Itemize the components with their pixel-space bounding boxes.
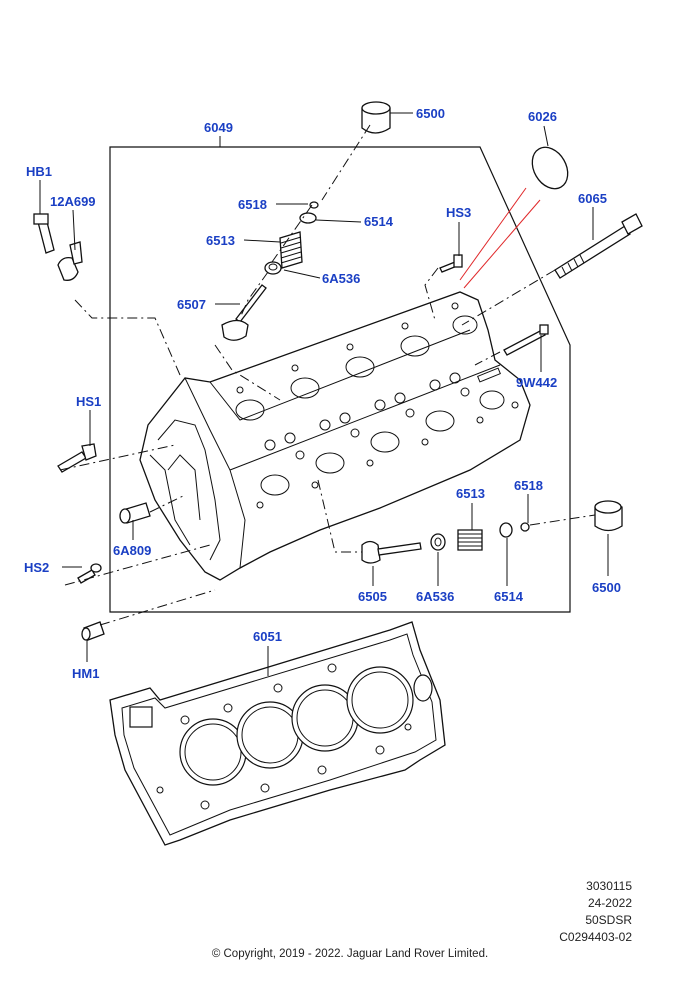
callout-6a536-top: 6A536 [322,271,360,286]
stud-9w442 [503,324,549,356]
callout-6065: 6065 [578,191,607,206]
tappet-top [361,101,391,134]
callout-6a536-bottom: 6A536 [416,589,454,604]
leader-lines [39,112,609,676]
dowel-hm1 [81,621,105,641]
diagram-code-4: C0294403-02 [559,930,632,944]
head-gasket [109,621,446,846]
core-plug [531,146,569,190]
bolt-hs1 [57,443,97,473]
retainer-top [299,212,317,224]
tappet-bottom [594,500,623,532]
callout-6500-bottom: 6500 [592,580,621,595]
collet-bottom [520,522,530,532]
callout-6500-top: 6500 [416,106,445,121]
diagram-code-1: 3030115 [586,879,632,893]
callout-6514-bottom: 6514 [494,589,524,604]
head-bolt [554,213,643,279]
callout-hs3: HS3 [446,205,471,220]
core-plug-red-lead-2 [459,187,527,281]
callout-6507: 6507 [177,297,206,312]
intake-valve [221,284,267,341]
collet-top [309,201,319,209]
diagram-code-2: 24-2022 [587,896,632,910]
callout-6051: 6051 [253,629,282,644]
callout-6513-bottom: 6513 [456,486,485,501]
assembly-frame [109,146,571,613]
spring-bottom [457,529,483,551]
bolt-hs3 [439,254,463,273]
callout-6513-top: 6513 [206,233,235,248]
diagram-code-3: 50SDSR [585,913,632,927]
callout-6518-top: 6518 [238,197,267,212]
dowel-6a809 [119,502,151,524]
callout-6518-bottom: 6518 [514,478,543,493]
bolt-hb1 [33,213,55,254]
callout-hm1: HM1 [72,666,99,681]
copyright-notice: © Copyright, 2019 - 2022. Jaguar Land Ro… [211,948,489,960]
callout-6505: 6505 [358,589,387,604]
retainer-bottom [499,522,513,538]
exhaust-valve [361,540,422,564]
spring-top [279,231,303,269]
callout-6514-top: 6514 [364,214,394,229]
callout-9w442: 9W442 [516,375,557,390]
callout-hb1: HB1 [26,164,52,179]
callout-hs1: HS1 [76,394,101,409]
callout-6049: 6049 [204,120,233,135]
callout-6a809: 6A809 [113,543,151,558]
valve-seal-top [264,261,282,275]
assembly-lines [59,124,596,626]
callout-12a699: 12A699 [50,194,96,209]
callout-6026: 6026 [528,109,557,124]
sensor-12a699 [57,241,83,281]
callout-hs2: HS2 [24,560,49,575]
cylinder-head [139,291,531,581]
valve-seal-bottom [430,533,446,551]
core-plug-red-lead-1 [463,199,541,289]
